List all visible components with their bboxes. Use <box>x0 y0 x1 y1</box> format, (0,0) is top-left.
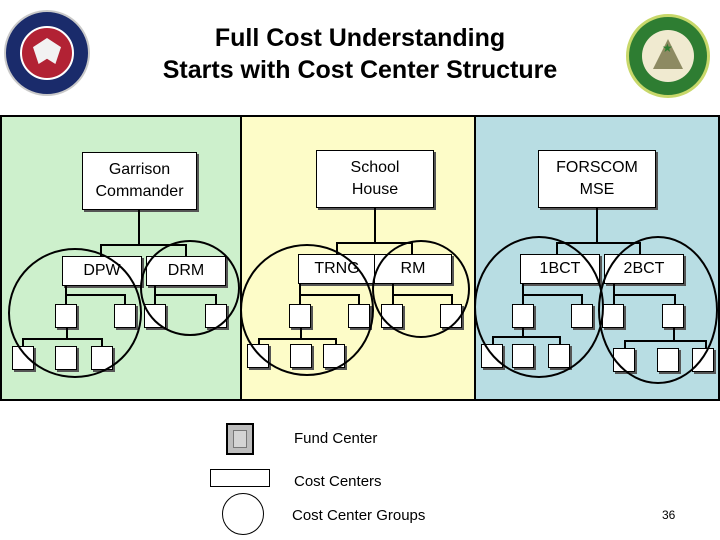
cost-center-group <box>140 240 240 336</box>
garrison-commander-box: Garrison Commander <box>82 152 197 210</box>
cost-center-group <box>240 244 374 376</box>
cost-center-group <box>372 240 470 338</box>
school-house-box: School House <box>316 150 434 208</box>
slide-title: Full Cost Understanding Starts with Cost… <box>120 22 600 86</box>
cost-center-group <box>598 236 718 384</box>
legend-cost-center-groups-label: Cost Center Groups <box>292 507 426 524</box>
fund-center-legend-icon <box>226 423 254 455</box>
page-number: 36 <box>662 508 676 522</box>
forscom-mse-box: FORSCOM MSE <box>538 150 656 208</box>
cost-center-legend-icon <box>210 469 270 487</box>
army-seal-icon <box>4 10 90 96</box>
legend-cost-centers-label: Cost Centers <box>294 473 382 490</box>
cost-center-group <box>474 236 604 378</box>
legend-fund-center-label: Fund Center <box>294 430 378 447</box>
title-line-2: Starts with Cost Center Structure <box>162 56 558 84</box>
army-financial-management-seal-icon: ★ <box>626 14 710 98</box>
cost-center-group <box>8 248 142 378</box>
title-line-1: Full Cost Understanding <box>214 24 506 52</box>
cost-center-group-legend-icon <box>222 493 264 535</box>
